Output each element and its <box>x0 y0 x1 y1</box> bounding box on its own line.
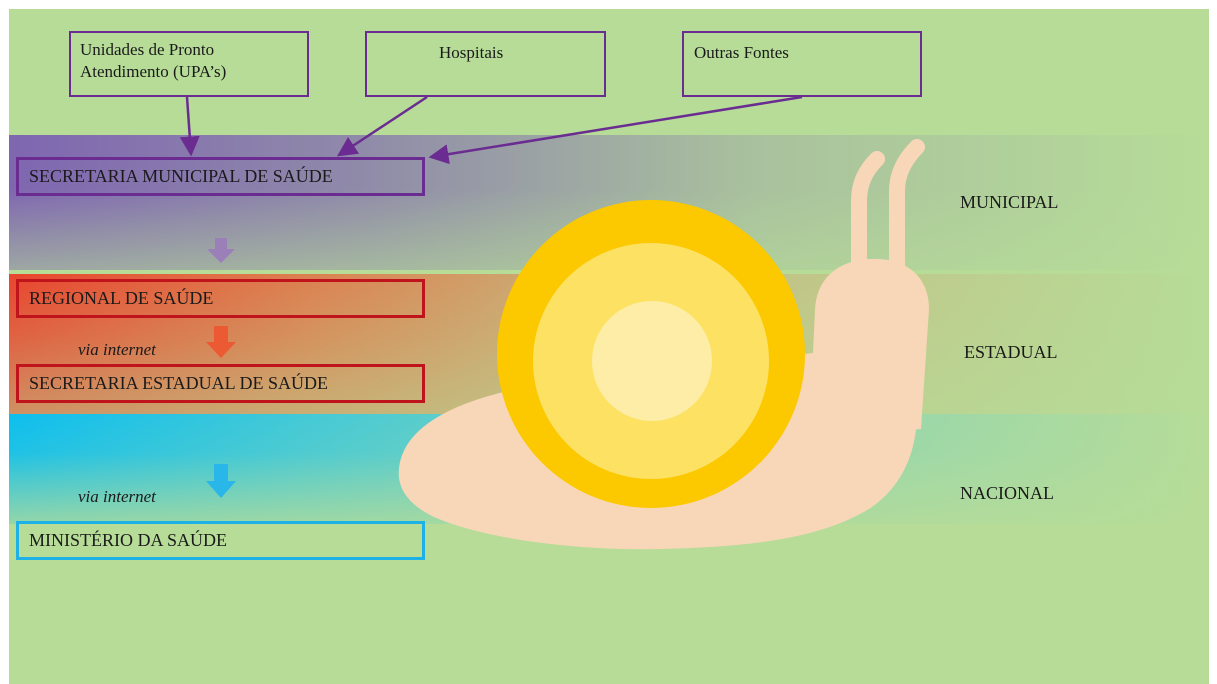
arrow-outras-to-municipal <box>431 97 802 157</box>
source-label-upa: Unidades de Pronto Atendimento (UPA’s) <box>80 39 300 83</box>
diagram-canvas: Unidades de Pronto Atendimento (UPA’s) H… <box>9 9 1209 684</box>
arrow-upa-to-municipal <box>187 97 191 154</box>
ministry-box: MINISTÉRIO DA SAÚDE <box>16 521 425 560</box>
ministry-label: MINISTÉRIO DA SAÚDE <box>29 530 227 551</box>
via-internet-label: via internet <box>78 487 156 507</box>
state-secretary-box: SECRETARIA ESTADUAL DE SAÚDE <box>16 364 425 403</box>
state-secretary-label: SECRETARIA ESTADUAL DE SAÚDE <box>29 373 328 394</box>
level-label-estadual: ESTADUAL <box>964 342 1058 363</box>
via-internet-label: via internet <box>78 340 156 360</box>
regional-box: REGIONAL DE SAÚDE <box>16 279 425 318</box>
level-label-municipal: MUNICIPAL <box>960 192 1058 213</box>
source-label-outras: Outras Fontes <box>694 42 789 64</box>
down-arrow-icon <box>206 464 236 498</box>
snail-shell-inner <box>592 301 712 421</box>
down-arrow-icon <box>207 238 235 263</box>
source-label-hospitais: Hospitais <box>439 42 503 64</box>
source-box-upa: Unidades de Pronto Atendimento (UPA’s) <box>69 31 309 97</box>
arrow-hospitais-to-municipal <box>339 97 427 155</box>
municipal-secretary-box: SECRETARIA MUNICIPAL DE SAÚDE <box>16 157 425 196</box>
source-box-hospitais: Hospitais <box>365 31 606 97</box>
snail-tentacle-left <box>859 159 877 267</box>
level-label-nacional: NACIONAL <box>960 483 1054 504</box>
down-arrow-icon <box>206 326 236 358</box>
snail-tentacle-right <box>897 147 917 267</box>
source-box-outras: Outras Fontes <box>682 31 922 97</box>
regional-label: REGIONAL DE SAÚDE <box>29 288 213 309</box>
municipal-secretary-label: SECRETARIA MUNICIPAL DE SAÚDE <box>29 166 333 187</box>
